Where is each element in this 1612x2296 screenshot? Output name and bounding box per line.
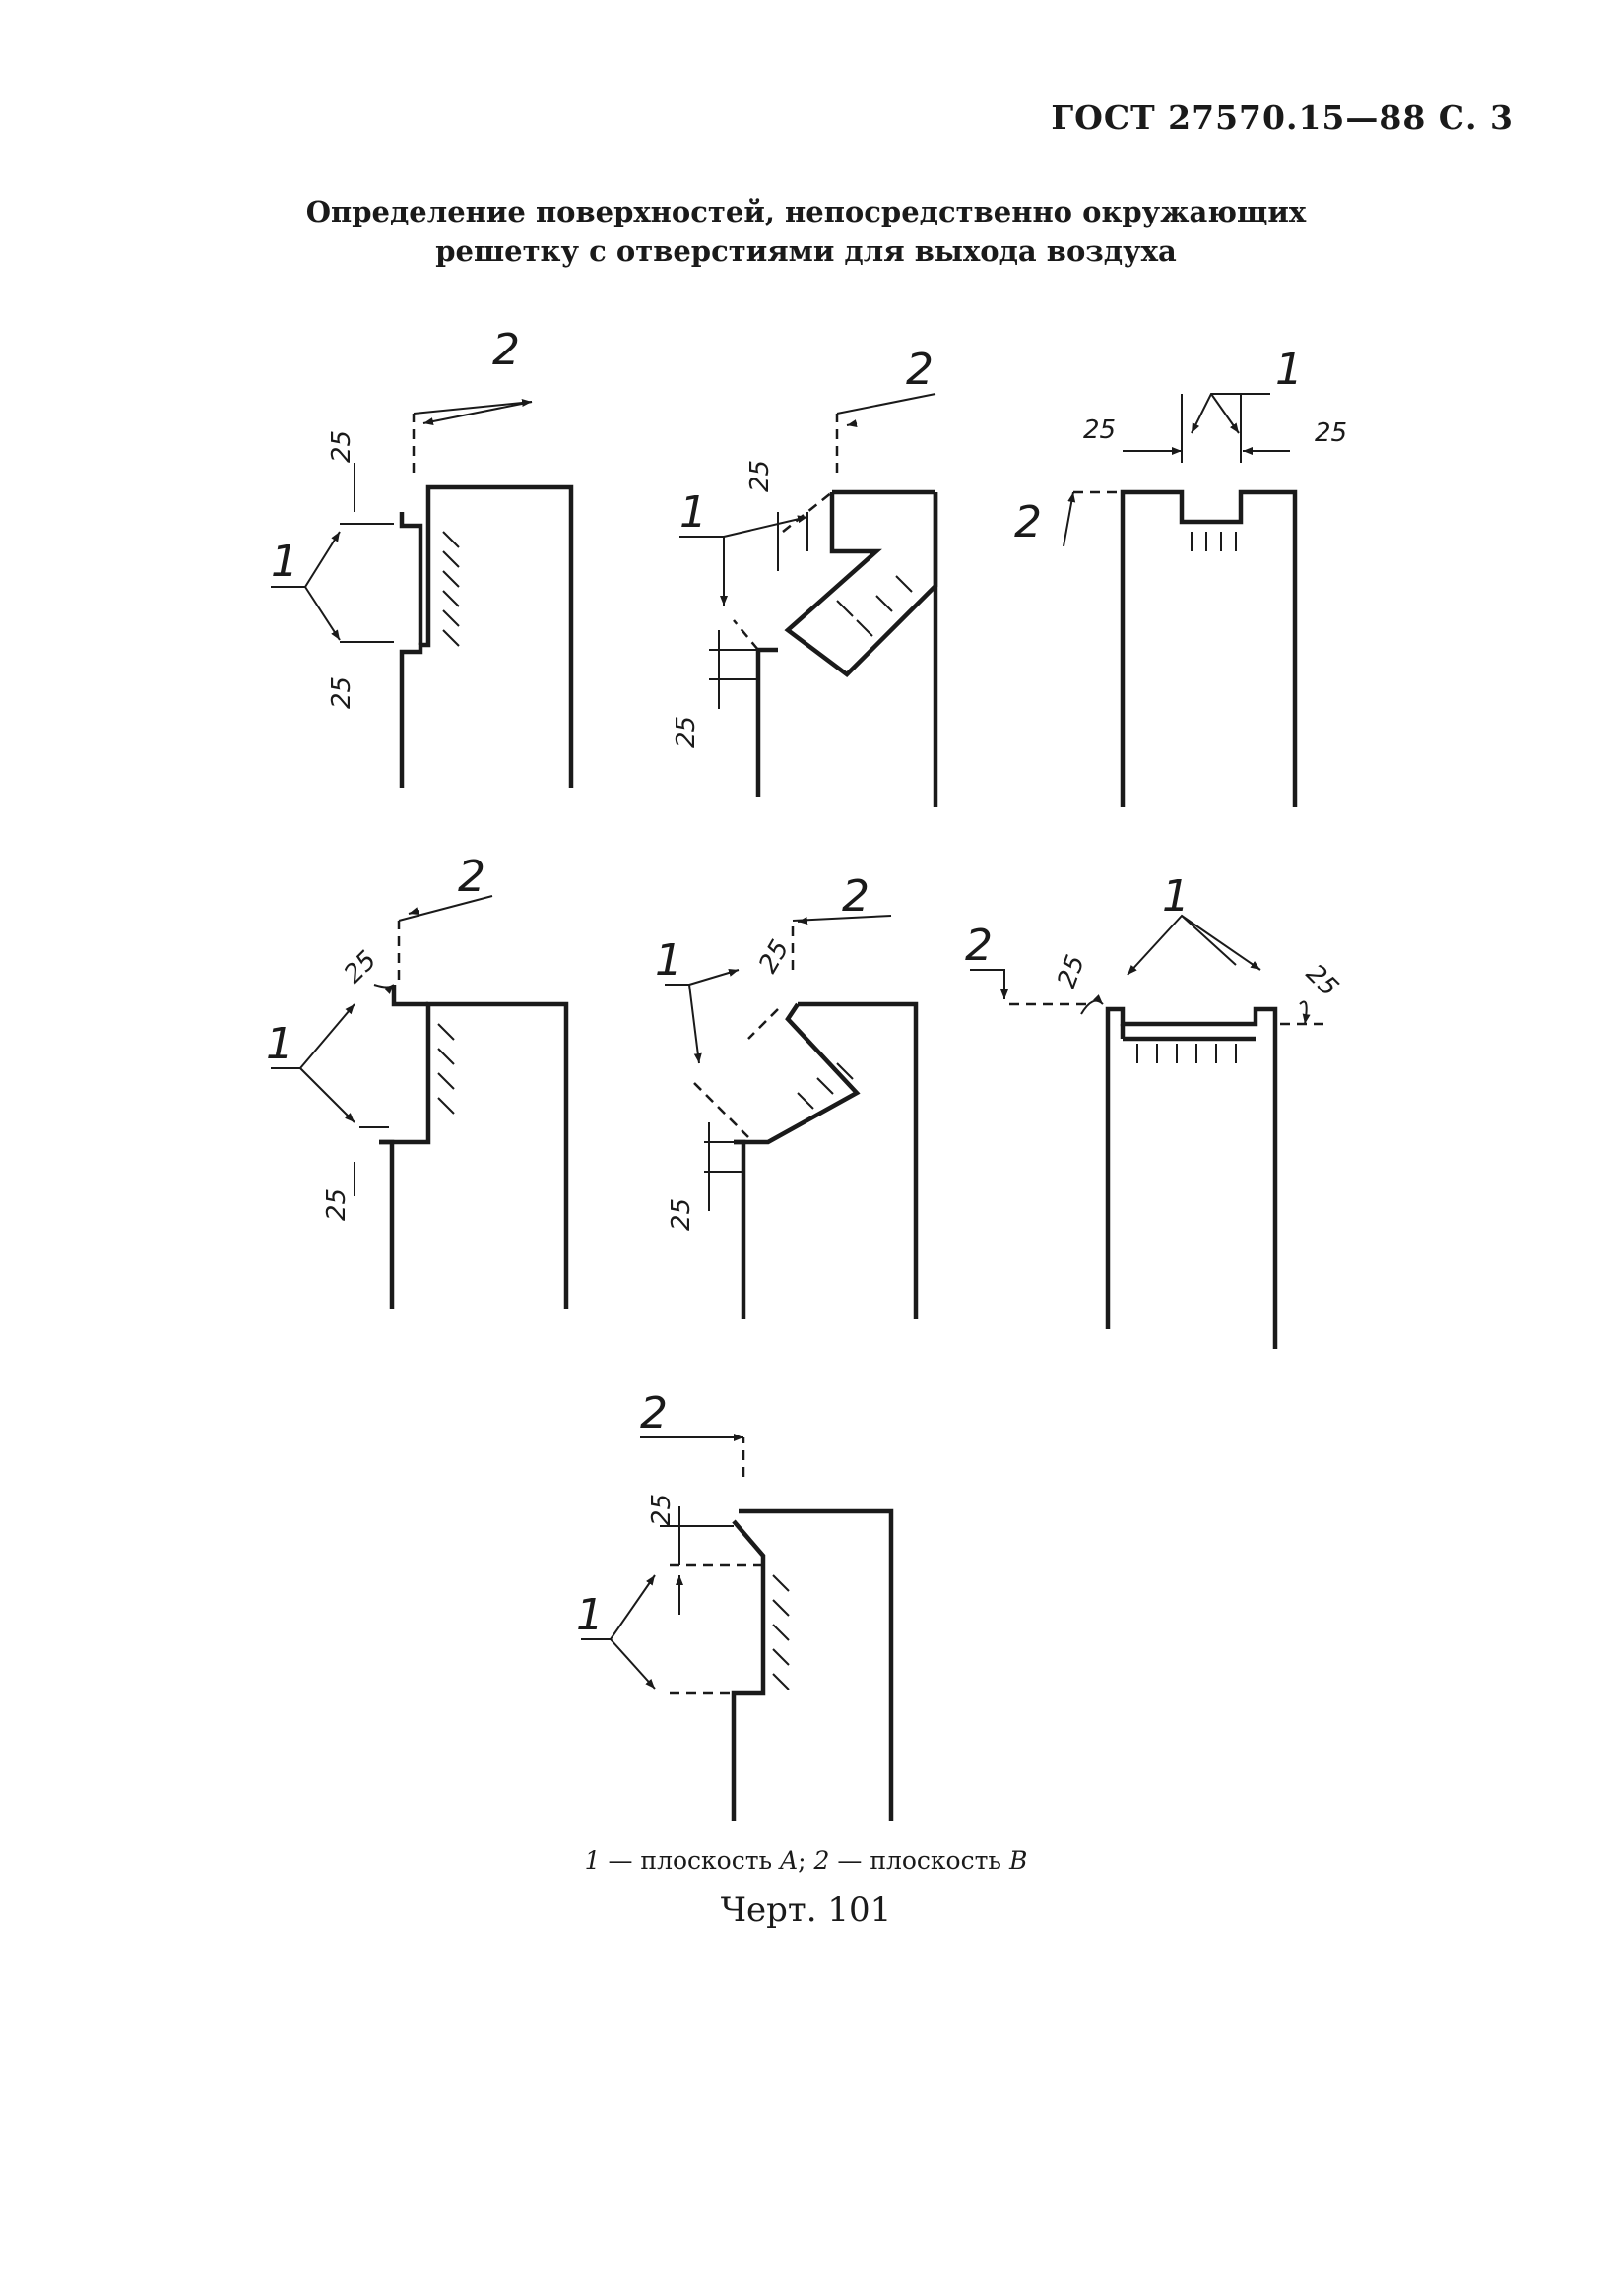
- callout-1-diagram-4: 1: [266, 1019, 293, 1069]
- callout-2-diagram-1: 2: [492, 325, 520, 375]
- callout-1-diagram-1: 1: [271, 537, 298, 587]
- figure-caption: Черт. 101: [720, 1890, 892, 1930]
- dim-label-5a: 25: [753, 935, 796, 979]
- dim-label-3b: 25: [1315, 418, 1347, 448]
- page-header: ГОСТ 27570.15—88 С. 3: [1051, 98, 1514, 137]
- callout-2-diagram-5: 2: [842, 871, 870, 922]
- diagram-4: 25 25 1 2: [266, 852, 569, 1309]
- callout-1-diagram-6: 1: [1162, 871, 1190, 922]
- legend-num-2: 2: [813, 1846, 830, 1875]
- dim-label-6b: 25: [1300, 959, 1344, 1003]
- dim-label-1b: 25: [327, 676, 356, 709]
- dim-label-2b: 25: [672, 716, 701, 748]
- callout-1-diagram-2: 1: [679, 487, 707, 538]
- legend-plane-a: A: [780, 1846, 799, 1875]
- diagram-1: 25 25 1 2: [271, 325, 574, 788]
- legend-plane-b: B: [1009, 1846, 1028, 1875]
- dim-label-3a: 25: [1083, 415, 1116, 445]
- dim-label-6a: 25: [1052, 951, 1091, 991]
- callout-2-diagram-7: 2: [640, 1388, 668, 1438]
- callout-2-diagram-6: 2: [965, 921, 993, 971]
- callout-2-diagram-3: 2: [1014, 497, 1042, 547]
- callout-1-diagram-7: 1: [576, 1590, 604, 1640]
- legend-text-1: — плоскость: [600, 1846, 781, 1875]
- diagram-7: 25 1 2: [576, 1388, 894, 1821]
- legend-separator: ;: [798, 1846, 814, 1875]
- callout-1-diagram-3: 1: [1275, 345, 1303, 395]
- callout-2-diagram-2: 2: [906, 345, 934, 395]
- dim-label-4a: 25: [339, 945, 383, 989]
- dim-label-7: 25: [647, 1494, 677, 1526]
- diagram-2: 25 25 1 2: [672, 345, 938, 807]
- legend-text-2: — плоскость: [829, 1846, 1009, 1875]
- diagram-3: 25 25 1 2: [1014, 345, 1347, 807]
- diagram-5: 25 25 1 2: [655, 871, 919, 1319]
- dim-label-1a: 25: [327, 430, 356, 463]
- legend-num-1: 1: [584, 1846, 601, 1875]
- figure-legend: 1 — плоскость A; 2 — плоскость B: [0, 1846, 1612, 1875]
- dim-label-4b: 25: [322, 1188, 352, 1221]
- figure-title-line-1: Определение поверхностей, непосредственн…: [305, 195, 1307, 228]
- figure-title: Определение поверхностей, непосредственн…: [0, 192, 1612, 271]
- dim-label-2a: 25: [745, 460, 775, 492]
- callout-2-diagram-4: 2: [458, 852, 485, 902]
- figure-title-line-2: решетку с отверстиями для выхода воздуха: [435, 234, 1177, 268]
- callout-1-diagram-5: 1: [655, 935, 682, 986]
- dim-label-5b: 25: [667, 1198, 696, 1231]
- diagram-6: 25 25 1 2: [965, 871, 1344, 1349]
